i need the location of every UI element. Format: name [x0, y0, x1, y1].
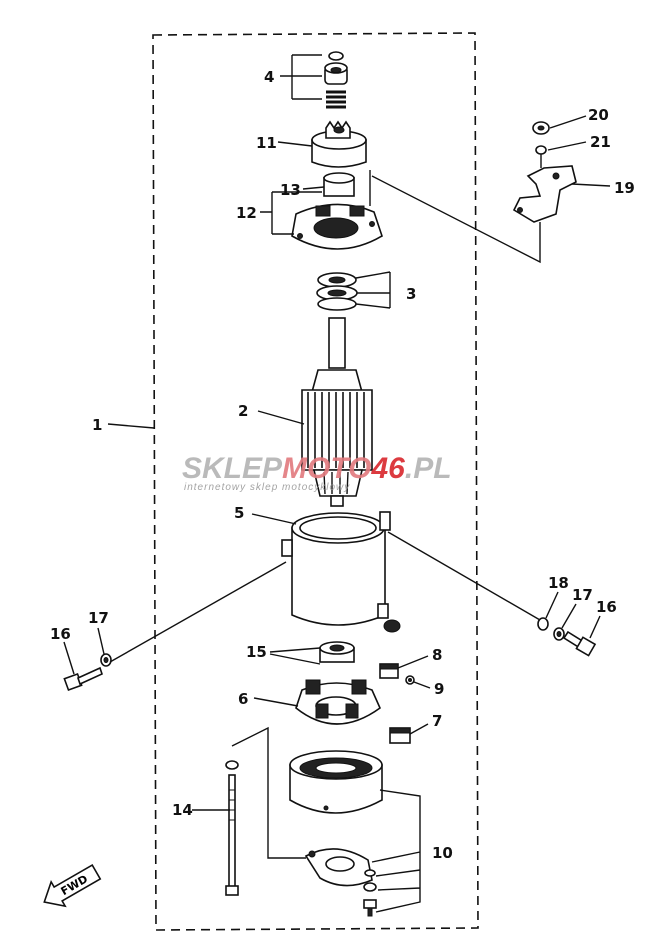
watermark-sklep: SKLEP [182, 452, 283, 485]
watermark-tagline: internetowy sklep motocyklowy [184, 482, 350, 493]
callout-11: 11 [256, 134, 277, 152]
part-17-washer-right [553, 627, 565, 641]
callout-6: 6 [238, 690, 248, 708]
callout-labels: 1 2 3 4 5 6 7 8 9 10 11 12 13 14 15 16 1… [50, 68, 635, 862]
callout-5: 5 [234, 504, 244, 522]
part-13-bushing [323, 172, 355, 197]
part-16-bolt-right [562, 630, 597, 657]
part-19-terminal-bracket [512, 154, 577, 223]
callout-8: 8 [432, 646, 442, 664]
callout-13: 13 [280, 181, 301, 199]
callout-9: 9 [434, 680, 444, 698]
callout-17-right: 17 [572, 586, 593, 604]
callout-4: 4 [264, 68, 274, 86]
part-4-drive-cap-set [324, 51, 348, 109]
part-11-pinion-gear [311, 120, 367, 168]
callout-19: 19 [614, 179, 635, 197]
watermark: SKLEPMOTO46.PL internetowy sklep motocyk… [182, 452, 452, 493]
callout-18: 18 [548, 574, 569, 592]
part-10-screws [363, 869, 377, 917]
part-7-brush [389, 727, 411, 744]
part-17-washer-left [100, 653, 112, 667]
part-10-rear-cover [289, 750, 383, 814]
part-8-brush [379, 663, 399, 679]
callout-10: 10 [432, 844, 453, 862]
forward-arrow: FWD [43, 863, 102, 908]
watermark-moto: MOTO [282, 452, 371, 485]
part-21-washer [535, 145, 547, 155]
callout-16-left: 16 [50, 625, 71, 643]
part-15-bearing [319, 641, 355, 663]
part-2-armature [301, 317, 373, 507]
callout-2: 2 [238, 402, 248, 420]
callout-14: 14 [172, 801, 193, 819]
part-12-front-bracket [291, 203, 383, 250]
watermark-brand: SKLEPMOTO46.PL [182, 452, 452, 485]
part-16-bolt-left [63, 666, 103, 692]
callout-15: 15 [246, 643, 267, 661]
part-14-through-bolt [225, 760, 239, 896]
watermark-pl: .PL [405, 452, 452, 485]
callout-17-left: 17 [88, 609, 109, 627]
assembly-boundary [152, 32, 479, 931]
watermark-46: 46 [370, 452, 405, 485]
part-6-brush-holder [295, 679, 381, 725]
leader-lines [63, 54, 611, 913]
callout-7: 7 [432, 712, 442, 730]
callout-3: 3 [406, 285, 416, 303]
callout-16-right: 16 [596, 598, 617, 616]
part-9-spring [405, 675, 415, 685]
part-10-end-plate [304, 848, 373, 887]
part-20-nut [532, 121, 550, 135]
part-5-yoke-housing [281, 511, 401, 633]
callout-1: 1 [92, 416, 102, 434]
callout-21: 21 [590, 133, 611, 151]
part-3-washer-set [316, 272, 358, 311]
callout-12: 12 [236, 204, 257, 222]
part-18-washer-right [537, 617, 549, 631]
callout-20: 20 [588, 106, 609, 124]
